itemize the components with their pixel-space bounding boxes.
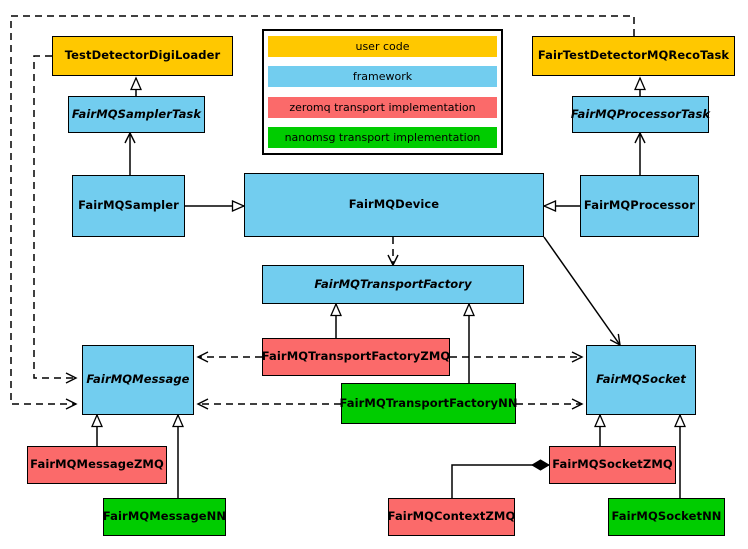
class-label: FairMQProcessorTask — [570, 106, 711, 121]
class-node-fairmqsamplertask[interactable]: FairMQSamplerTask — [68, 96, 205, 133]
edge-device-to-socket — [543, 236, 621, 347]
class-label: FairMQContextZMQ — [387, 509, 516, 524]
legend-label-user-code: user code — [355, 39, 410, 53]
class-label: FairTestDetectorMQRecoTask — [537, 48, 730, 63]
class-label: FairMQMessageZMQ — [30, 457, 164, 472]
class-label: FairMQMessage — [86, 372, 190, 387]
class-node-fairmqmessagezmq[interactable]: FairMQMessageZMQ — [27, 446, 167, 484]
legend-item-nanomsg: nanomsg transport implementation — [268, 127, 497, 149]
class-node-testdetectordigiloader[interactable]: TestDetectorDigiLoader — [52, 36, 233, 76]
class-label: FairMQSocket — [596, 372, 686, 387]
legend-label-nanomsg: nanomsg transport implementation — [284, 131, 481, 145]
legend-label-zeromq: zeromq transport implementation — [289, 100, 476, 114]
class-node-fairmqtransportfactoryzmq[interactable]: FairMQTransportFactoryZMQ — [262, 338, 450, 376]
class-label: FairMQMessageNN — [102, 509, 227, 524]
class-label: FairMQDevice — [348, 197, 440, 212]
class-node-fairmqmessage[interactable]: FairMQMessage — [82, 345, 194, 415]
class-node-fairmqcontextzmq[interactable]: FairMQContextZMQ — [388, 498, 515, 536]
class-label: FairMQTransportFactoryNN — [339, 395, 518, 410]
class-node-fairmqsocketnn[interactable]: FairMQSocketNN — [608, 498, 725, 536]
class-node-fairmqsocket[interactable]: FairMQSocket — [586, 345, 696, 415]
class-node-fairmqprocessortask[interactable]: FairMQProcessorTask — [570, 96, 711, 133]
legend-item-framework: framework — [268, 66, 497, 88]
class-label: FairMQTransportFactory — [314, 276, 472, 291]
class-node-fairmqtransportfactory[interactable]: FairMQTransportFactory — [262, 265, 524, 304]
legend-item-user-code: user code — [268, 35, 497, 57]
color-legend: user code framework zeromq transport imp… — [262, 29, 503, 155]
class-label: TestDetectorDigiLoader — [64, 48, 221, 63]
edge-contextzmq-to-socketzmq — [451, 459, 550, 498]
class-node-fairmqmessagenn[interactable]: FairMQMessageNN — [103, 498, 226, 536]
class-label: FairMQSamplerTask — [71, 106, 202, 121]
class-node-fairmqsocketzmq[interactable]: FairMQSocketZMQ — [549, 446, 676, 484]
class-label: FairMQSocketNN — [611, 509, 722, 524]
class-node-fairtestdetectormqrecotask[interactable]: FairTestDetectorMQRecoTask — [532, 36, 735, 76]
class-node-fairmqprocessor[interactable]: FairMQProcessor — [580, 175, 699, 237]
class-label: FairMQTransportFactoryZMQ — [261, 349, 451, 364]
class-label: FairMQSampler — [78, 198, 179, 213]
class-node-fairmqsampler[interactable]: FairMQSampler — [72, 175, 185, 237]
legend-item-zeromq: zeromq transport implementation — [268, 96, 497, 118]
legend-label-framework: framework — [352, 70, 413, 84]
class-node-fairmqtransportfactorynn[interactable]: FairMQTransportFactoryNN — [339, 383, 518, 424]
class-label: FairMQSocketZMQ — [552, 457, 673, 472]
class-label: FairMQProcessor — [583, 198, 696, 213]
class-node-fairmqdevice[interactable]: FairMQDevice — [244, 173, 544, 237]
